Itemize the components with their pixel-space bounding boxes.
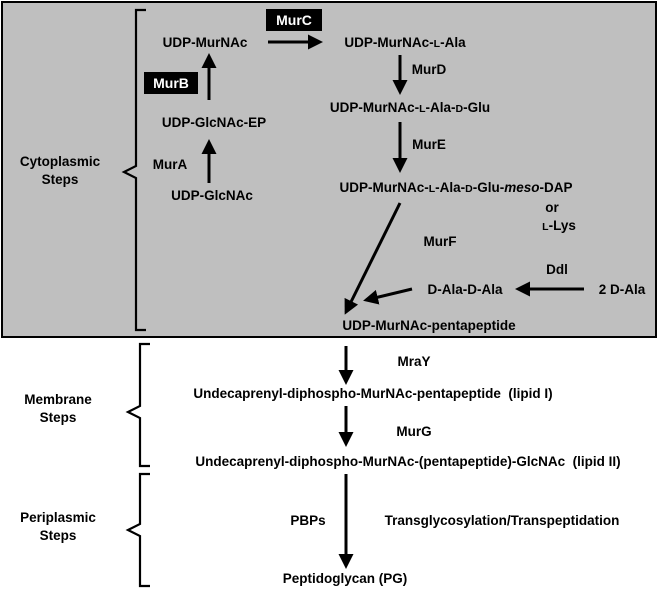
node-udp-murnac: UDP-MurNAc	[163, 35, 248, 50]
periplasmic-brace	[125, 472, 150, 588]
node-udp-murnac-pentapeptide: UDP-MurNAc-pentapeptide	[342, 318, 516, 333]
node-udp-murnac-ala-glu: UDP-MurNAc-L-Ala-D-Glu	[330, 100, 490, 115]
enzyme-murf: MurF	[424, 234, 457, 249]
enzyme-mura: MurA	[153, 157, 188, 172]
node-or: or	[545, 200, 559, 215]
node-udp-murnac-ala-glu-dap: UDP-MurNAc-L-Ala-D-Glu-meso-DAP	[339, 180, 572, 195]
membrane-steps-label-line1: Membrane	[24, 392, 92, 407]
murb-label: MurB	[153, 75, 189, 91]
node-udp-murnac-ala: UDP-MurNAc-L-Ala	[344, 35, 466, 50]
cytoplasmic-steps-label-line2: Steps	[42, 172, 79, 187]
cytoplasmic-brace	[121, 8, 146, 332]
periplasmic-steps-label-line2: Steps	[40, 528, 77, 543]
murb-box	[144, 72, 198, 94]
enzyme-mray: MraY	[397, 354, 430, 369]
membrane-brace	[125, 342, 150, 468]
node-udp-glcnac-ep: UDP-GlcNAc-EP	[162, 115, 266, 130]
node-lipid-i: Undecaprenyl-diphospho-MurNAc-pentapepti…	[193, 386, 552, 401]
node-udp-glcnac: UDP-GlcNAc	[171, 188, 253, 203]
periplasmic-steps-label-line1: Periplasmic	[20, 510, 96, 525]
node-2-d-ala: 2 D-Ala	[599, 282, 646, 297]
enzyme-murd: MurD	[412, 62, 447, 77]
murc-box	[266, 9, 322, 31]
node-peptidoglycan: Peptidoglycan (PG)	[283, 571, 408, 586]
enzyme-murg: MurG	[396, 424, 431, 439]
enzyme-pbps: PBPs	[290, 513, 325, 528]
enzyme-ddl: Ddl	[546, 262, 568, 277]
cytoplasm-region	[1, 1, 657, 338]
arrow-d-ala-d-ala	[363, 287, 413, 305]
node-d-ala-d-ala: D-Ala-D-Ala	[427, 282, 502, 297]
cytoplasmic-steps-label-line1: Cytoplasmic	[20, 154, 101, 169]
arrow-murf	[344, 202, 402, 315]
membrane-steps-label-line2: Steps	[40, 410, 77, 425]
process-transglycosylation: Transglycosylation/Transpeptidation	[385, 513, 620, 528]
node-l-lys: L-Lys	[542, 218, 576, 233]
murc-label: MurC	[276, 12, 312, 28]
enzyme-mure: MurE	[412, 137, 446, 152]
node-lipid-ii: Undecaprenyl-diphospho-MurNAc-(pentapept…	[195, 454, 620, 469]
